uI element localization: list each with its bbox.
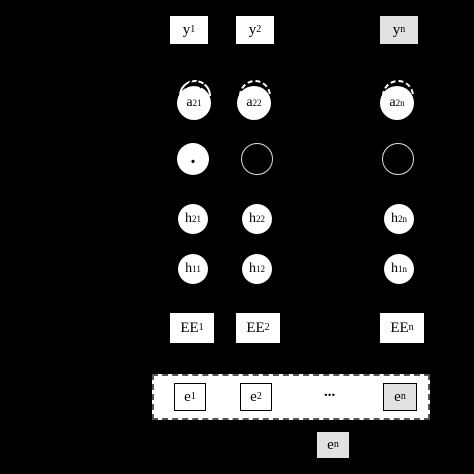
output-y1-base: y	[182, 21, 191, 38]
middle-node-2	[241, 143, 273, 175]
output-yn-base: y	[392, 21, 401, 38]
attention-a2n-base: a	[389, 95, 396, 110]
middle-node-1: .	[177, 143, 209, 175]
embedding-ellipsis: ...	[324, 384, 336, 400]
encoder-een-base: EE	[390, 319, 409, 336]
encoder-ee1-base: EE	[180, 319, 199, 336]
hidden2-h21-base: h	[185, 211, 192, 226]
embedding-en-base: e	[394, 388, 401, 405]
hidden2-h2n-base: h	[391, 211, 398, 226]
embedding-e1-base: e	[184, 388, 191, 405]
middle-node-dot: .	[190, 145, 196, 168]
output-y2-base: y	[248, 21, 257, 38]
input-en-base: e	[327, 436, 334, 453]
attention-a22-base: a	[246, 95, 253, 110]
hidden1-h12-base: h	[249, 261, 256, 276]
encoder-ee2-base: EE	[246, 319, 265, 336]
embedding-e2-base: e	[250, 388, 257, 405]
attention-a21-base: a	[186, 95, 193, 110]
hidden1-h1n-base: h	[391, 261, 398, 276]
middle-node-n	[382, 143, 414, 175]
hidden2-h22-base: h	[249, 211, 256, 226]
hidden1-h11-base: h	[185, 261, 193, 276]
